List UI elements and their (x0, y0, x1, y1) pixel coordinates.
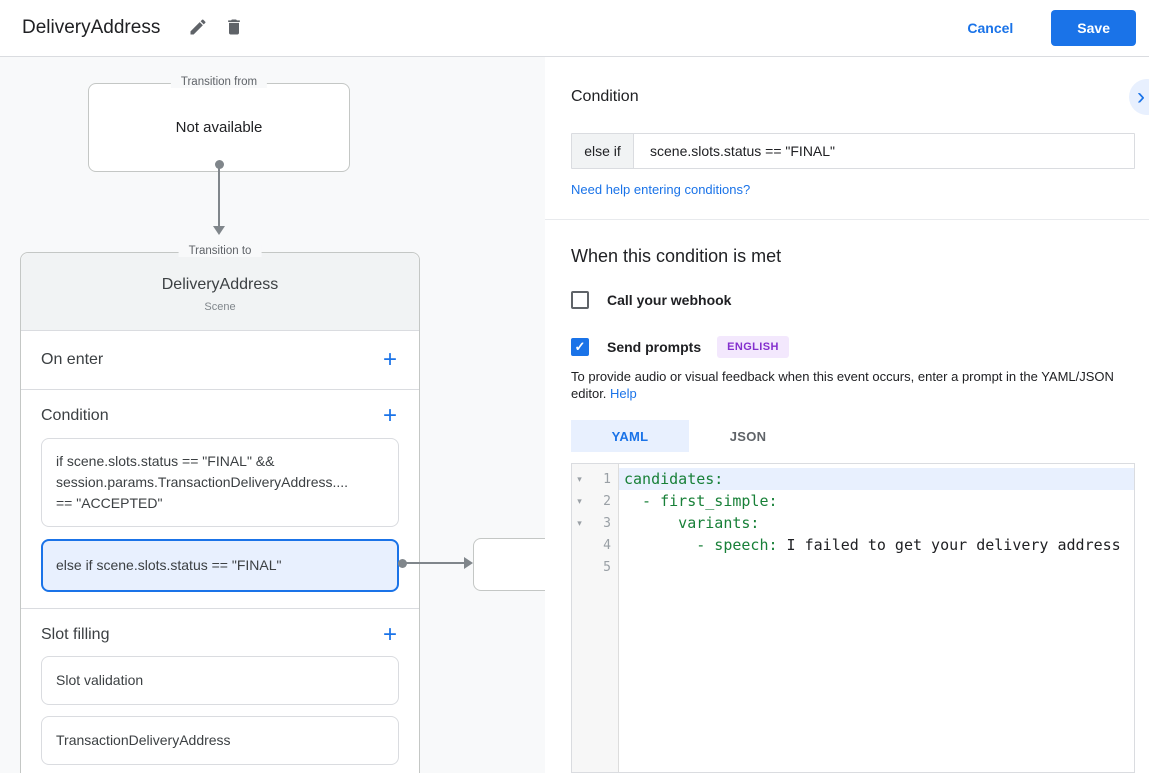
slot-filling-label: Slot filling (41, 626, 110, 643)
condition-section: Condition + if scene.slots.status == "FI… (21, 390, 419, 609)
fold-arrow-icon[interactable]: ▾ (577, 473, 582, 484)
gutter-row: 4 (572, 534, 618, 556)
slot-item-validation[interactable]: Slot validation (41, 656, 399, 705)
fold-arrow-icon[interactable]: ▾ (577, 517, 582, 528)
yaml-key-text: - first_simple: (624, 492, 778, 510)
code-line[interactable] (619, 556, 1134, 578)
transition-to-card: Transition to DeliveryAddress Scene On e… (20, 245, 420, 773)
plus-icon: + (382, 621, 397, 648)
condition-item-text-line: session.params.TransactionDeliveryAddres… (56, 474, 349, 490)
yaml-value-text: I failed to get your delivery address (777, 536, 1121, 554)
add-on-enter-button[interactable]: + (381, 348, 399, 372)
add-slot-button[interactable]: + (381, 623, 399, 647)
condition-item-text-line: if scene.slots.status == "FINAL" && (56, 453, 275, 469)
connector-line (406, 562, 465, 564)
line-number: 3 (603, 515, 611, 531)
condition-expression-input[interactable]: scene.slots.status == "FINAL" (650, 143, 836, 159)
tab-yaml[interactable]: YAML (571, 420, 689, 452)
editor-tabs: YAML JSON (571, 420, 1135, 452)
condition-editor-panel: › Condition else if scene.slots.status =… (545, 57, 1149, 773)
prompts-help-link[interactable]: Help (610, 386, 637, 401)
plus-icon: + (382, 346, 397, 373)
scene-name: DeliveryAddress (161, 276, 279, 293)
call-webhook-checkbox[interactable] (571, 291, 589, 309)
code-line[interactable]: variants: (619, 512, 1134, 534)
plus-icon: + (382, 402, 397, 429)
send-prompts-row: ✓ Send prompts ENGLISH (571, 336, 1135, 358)
top-bar: DeliveryAddress Cancel Save (0, 0, 1149, 57)
line-number: 2 (603, 493, 611, 509)
when-condition-met-heading: When this condition is met (571, 246, 782, 266)
transition-from-content: Not available (175, 119, 263, 136)
line-number: 4 (603, 537, 611, 553)
scene-diagram-panel: Transition from Not available Transition… (0, 57, 545, 773)
scene-card-header[interactable]: DeliveryAddress Scene (21, 253, 419, 331)
yaml-key-text: - speech: (624, 536, 778, 554)
connector-dot (398, 559, 407, 568)
gutter-row: ▾2 (572, 490, 618, 512)
condition-item-elseif-selected[interactable]: else if scene.slots.status == "FINAL" (41, 539, 399, 592)
code-line[interactable]: candidates: (619, 468, 1134, 490)
line-number: 1 (603, 471, 611, 487)
section-divider (545, 219, 1149, 220)
save-button[interactable]: Save (1051, 10, 1136, 46)
collapse-panel-button[interactable]: › (1129, 79, 1149, 115)
scene-type-label: Scene (204, 301, 236, 313)
yaml-key-text: candidates: (624, 470, 724, 488)
delete-scene-button[interactable] (216, 10, 252, 46)
condition-item-text: else if scene.slots.status == "FINAL" (56, 557, 282, 573)
transition-target-box[interactable] (473, 538, 545, 591)
transition-from-legend: Transition from (170, 76, 268, 88)
slot-filling-section: Slot filling + Slot validation Transacti… (21, 609, 419, 773)
prompts-description-text: To provide audio or visual feedback when… (571, 369, 1114, 401)
trash-icon (224, 17, 244, 40)
gutter-row: 5 (572, 556, 618, 578)
connector-line (218, 164, 220, 226)
cancel-button[interactable]: Cancel (967, 20, 1014, 36)
conditions-help-link[interactable]: Need help entering conditions? (571, 182, 751, 197)
condition-panel-heading: Condition (571, 88, 639, 105)
gutter-row: ▾1 (572, 468, 618, 490)
condition-item-if[interactable]: if scene.slots.status == "FINAL" && sess… (41, 438, 399, 527)
webhook-row: Call your webhook (571, 291, 1135, 309)
add-condition-button[interactable]: + (381, 404, 399, 428)
line-number: 5 (603, 559, 611, 575)
condition-prefix: else if (572, 134, 634, 168)
editor-code[interactable]: candidates: - first_simple: variants: - … (619, 464, 1134, 772)
tab-json[interactable]: JSON (729, 428, 767, 444)
pencil-icon (188, 17, 208, 40)
check-icon: ✓ (574, 339, 586, 354)
slot-item-transaction-delivery-address[interactable]: TransactionDeliveryAddress (41, 716, 399, 765)
prompts-description: To provide audio or visual feedback when… (571, 368, 1133, 402)
send-prompts-checkbox[interactable]: ✓ (571, 338, 589, 356)
code-line[interactable]: - speech: I failed to get your delivery … (619, 534, 1134, 556)
on-enter-label: On enter (41, 351, 104, 368)
condition-label: Condition (41, 407, 109, 424)
transition-to-legend: Transition to (178, 245, 262, 257)
arrow-right-icon (464, 557, 473, 569)
arrow-down-icon (213, 226, 225, 235)
edit-title-button[interactable] (180, 10, 216, 46)
send-prompts-label[interactable]: Send prompts (607, 339, 702, 355)
on-enter-section: On enter + (21, 331, 419, 390)
yaml-key-text: variants: (624, 514, 760, 532)
transition-from-box[interactable]: Transition from Not available (88, 76, 350, 172)
language-badge: ENGLISH (717, 336, 789, 358)
condition-expression-row: else if scene.slots.status == "FINAL" (571, 133, 1135, 169)
condition-item-text-line: == "ACCEPTED" (56, 495, 163, 511)
code-line[interactable]: - first_simple: (619, 490, 1134, 512)
page-title: DeliveryAddress (22, 17, 161, 38)
chevron-right-icon: › (1137, 83, 1145, 110)
gutter-row: ▾3 (572, 512, 618, 534)
call-webhook-label[interactable]: Call your webhook (607, 292, 732, 308)
fold-arrow-icon[interactable]: ▾ (577, 495, 582, 506)
